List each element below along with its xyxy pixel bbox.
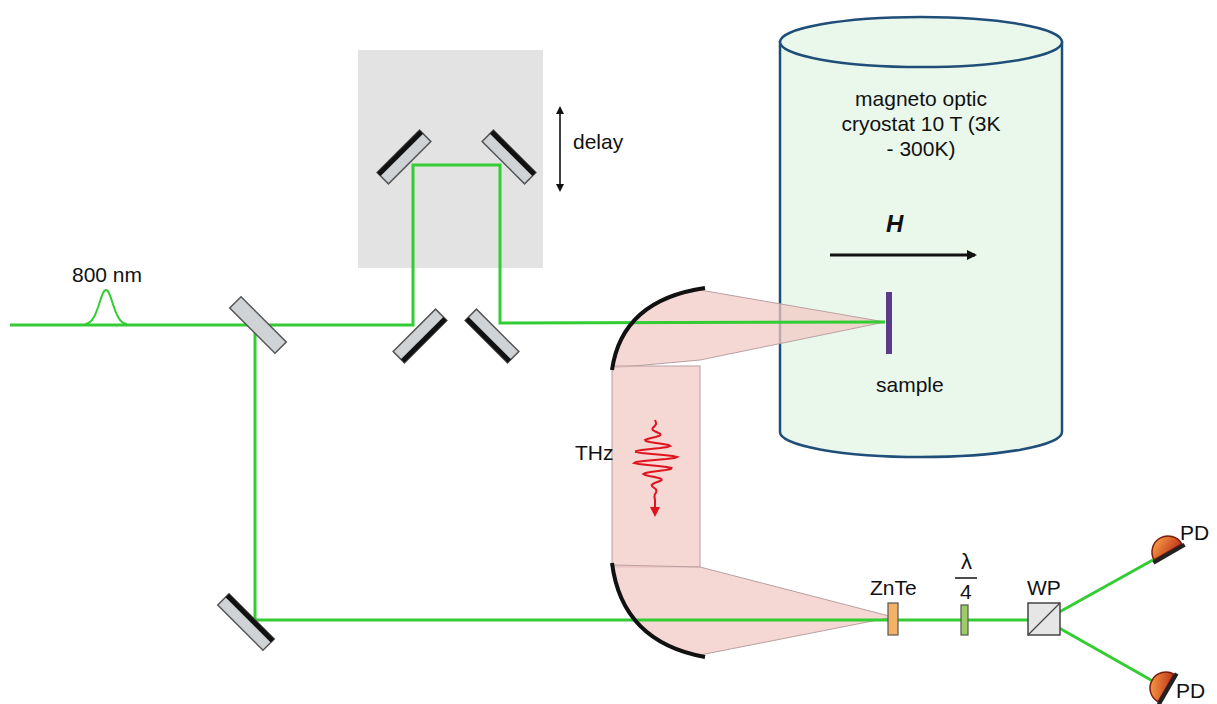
sample-plate bbox=[886, 292, 892, 354]
beam-splitter bbox=[230, 297, 287, 354]
mirror bbox=[218, 594, 275, 651]
cryostat-label: magneto optic cryostat 10 T (3K - 300K) bbox=[836, 86, 1006, 162]
fraction-denominator: 4 bbox=[960, 579, 972, 604]
wavelength-label: 800 nm bbox=[72, 262, 142, 287]
thz-pulse bbox=[634, 420, 677, 512]
field-symbol: H bbox=[886, 210, 903, 239]
delay-arrow bbox=[559, 108, 561, 190]
wollaston-prism bbox=[1028, 603, 1060, 635]
stage-label: delay bbox=[573, 129, 623, 154]
photodiode bbox=[1143, 664, 1178, 704]
mirror bbox=[482, 130, 536, 184]
thz-cone bbox=[612, 565, 893, 655]
delay-stage-fill bbox=[358, 50, 543, 268]
thz-label: THz bbox=[575, 440, 614, 465]
parabolic-mirror bbox=[612, 288, 705, 370]
fraction-numerator: λ bbox=[961, 549, 972, 575]
znte-crystal bbox=[888, 603, 898, 635]
component-label: ZnTe bbox=[870, 575, 917, 600]
field-arrow bbox=[830, 254, 975, 257]
laser-pulse bbox=[85, 290, 127, 324]
mirror bbox=[465, 309, 519, 363]
parabolic-mirror bbox=[612, 563, 705, 657]
component-label: WP bbox=[1027, 575, 1061, 600]
quarter-wave-plate bbox=[961, 605, 968, 635]
fraction-bar bbox=[955, 577, 977, 579]
thz-cone bbox=[612, 290, 885, 368]
mirror bbox=[393, 309, 447, 363]
mirror bbox=[377, 130, 431, 184]
sample-label: sample bbox=[876, 372, 944, 397]
thz-beam bbox=[612, 366, 700, 567]
cryostat-cylinder: magneto optic cryostat 10 T (3K - 300K) H… bbox=[778, 12, 1064, 462]
photodiode bbox=[1144, 529, 1185, 564]
detector-label: PD bbox=[1176, 678, 1205, 703]
detector-label: PD bbox=[1180, 520, 1209, 545]
laser-beam bbox=[10, 165, 1160, 684]
